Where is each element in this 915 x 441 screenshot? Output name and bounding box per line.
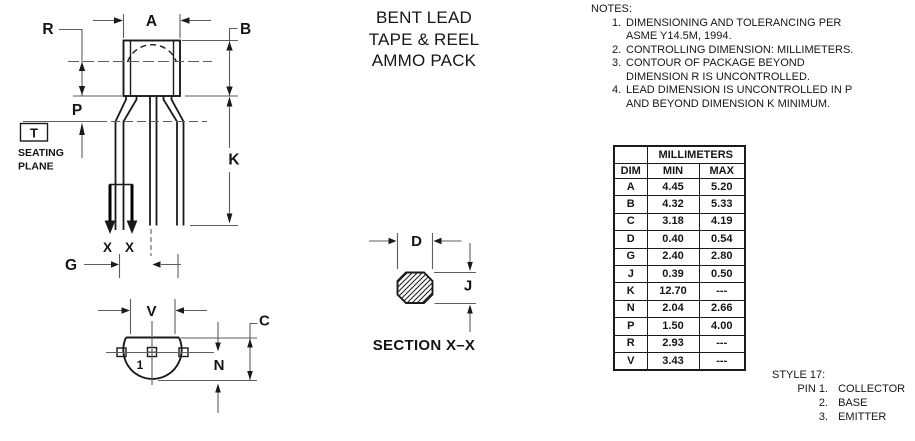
col-header-max: MAX bbox=[698, 163, 746, 179]
dim-label-a: A bbox=[146, 13, 157, 30]
dim-label-n: N bbox=[214, 357, 225, 374]
section-cut-label-left: X bbox=[103, 240, 112, 255]
notes-block: NOTES: 1. DIMENSIONING AND TOLERANCING P… bbox=[591, 3, 911, 111]
pin-name: BASE bbox=[838, 397, 868, 409]
seating-plane-label-2: PLANE bbox=[18, 161, 54, 173]
dim-d: D bbox=[369, 233, 462, 269]
dim-label-j: J bbox=[464, 278, 472, 295]
note-line: CONTROLLING DIMENSION: MILLIMETERS. bbox=[626, 43, 854, 56]
dim-a: A bbox=[93, 13, 211, 38]
section-cut-label-right: X bbox=[125, 240, 134, 255]
note-item: 1. DIMENSIONING AND TOLERANCING PER ASME… bbox=[591, 17, 911, 44]
note-number: 3. bbox=[612, 57, 622, 69]
style-heading: STYLE 17: bbox=[772, 369, 826, 381]
dim-label-p: P bbox=[72, 102, 82, 119]
dim-j: J bbox=[434, 243, 476, 332]
package-body-outline bbox=[122, 39, 181, 97]
datum-label-t: T bbox=[30, 126, 38, 141]
note-number: 1. bbox=[612, 16, 622, 29]
seating-plane: T SEATING PLANE bbox=[18, 120, 207, 173]
dim-g: G bbox=[65, 229, 181, 278]
dim-label-k: K bbox=[228, 152, 240, 169]
bottom-view: 1 V C N bbox=[98, 299, 270, 413]
drawing-title-line3: AMMO PACK bbox=[371, 51, 477, 70]
note-line: DIMENSION R IS UNCONTROLLED. bbox=[626, 70, 810, 83]
note-text: CONTROLLING DIMENSION: MILLIMETERS. bbox=[626, 44, 853, 58]
drawing-title-line1: BENT LEAD bbox=[376, 8, 472, 27]
note-item: 3. CONTOUR OF PACKAGE BEYOND DIMENSION R… bbox=[591, 57, 911, 84]
table-corner-cell bbox=[613, 145, 648, 164]
pin-name: COLLECTOR bbox=[838, 383, 906, 395]
dim-k: K bbox=[190, 96, 240, 227]
dim-label-d: D bbox=[411, 233, 422, 250]
section-cut-arrow-right bbox=[126, 220, 138, 234]
note-text: DIMENSIONING AND TOLERANCING PER ASME Y1… bbox=[626, 17, 841, 44]
col-header-min: MIN bbox=[646, 163, 700, 179]
note-item: 4. LEAD DIMENSION IS UNCONTROLLED IN P A… bbox=[591, 84, 911, 111]
pin-label: 3. bbox=[818, 411, 828, 423]
dim-b: B bbox=[182, 21, 251, 97]
lead-cross-section bbox=[396, 271, 434, 304]
dim-r: R bbox=[42, 21, 122, 97]
dim-label-b: B bbox=[240, 21, 251, 38]
note-line: ASME Y14.5M, 1994. bbox=[626, 30, 732, 42]
note-number: 4. bbox=[612, 84, 622, 96]
note-line: CONTOUR OF PACKAGE BEYOND bbox=[626, 57, 805, 69]
front-view: A B R P bbox=[18, 13, 251, 278]
dim-p: P bbox=[72, 102, 85, 158]
note-number: 2. bbox=[612, 43, 622, 56]
table-group-header: MILLIMETERS bbox=[646, 145, 746, 164]
pin-row: 3. EMITTER bbox=[772, 410, 905, 424]
dim-label-c: C bbox=[259, 313, 270, 330]
col-header-dim: DIM bbox=[613, 163, 648, 179]
drawing-title-line2: TAPE & REEL bbox=[368, 29, 480, 49]
section-cut-arrows: X X bbox=[103, 183, 138, 255]
dim-label-v: V bbox=[146, 303, 156, 320]
dim-label-r: R bbox=[42, 21, 53, 38]
section-title: SECTION X–X bbox=[373, 337, 476, 354]
datum-t-box bbox=[19, 122, 49, 142]
section-view: D J SECTION X–X bbox=[369, 233, 476, 354]
note-text: LEAD DIMENSION IS UNCONTROLLED IN P AND … bbox=[626, 84, 852, 111]
pin-row: 2. BASE bbox=[772, 396, 905, 410]
notes-heading: NOTES: bbox=[591, 3, 632, 15]
pin1-label: 1 bbox=[137, 358, 144, 372]
dome-arc bbox=[126, 44, 178, 63]
dim-label-g: G bbox=[65, 257, 77, 274]
pin-name: EMITTER bbox=[838, 411, 887, 423]
dim-v: V bbox=[98, 299, 207, 334]
dim-n: N bbox=[214, 322, 225, 413]
pin-label: 2. bbox=[818, 397, 828, 409]
section-cut-arrow-left bbox=[104, 220, 116, 234]
style-block: STYLE 17: PIN 1. COLLECTOR 2. BASE 3. EM… bbox=[772, 368, 905, 424]
note-line: AND BEYOND DIMENSION K MINIMUM. bbox=[626, 97, 831, 110]
note-line: DIMENSIONING AND TOLERANCING PER bbox=[626, 16, 842, 29]
drawing-title: BENT LEAD TAPE & REEL AMMO PACK bbox=[348, 7, 500, 72]
dim-c: C bbox=[158, 313, 270, 382]
note-line: LEAD DIMENSION IS UNCONTROLLED IN P bbox=[626, 84, 853, 96]
pin-label: PIN 1. bbox=[797, 383, 828, 395]
note-item: 2. CONTROLLING DIMENSION: MILLIMETERS. bbox=[591, 44, 911, 58]
pin-row: PIN 1. COLLECTOR bbox=[772, 382, 905, 396]
seating-plane-label-1: SEATING bbox=[18, 147, 64, 159]
package-leads bbox=[114, 96, 185, 230]
note-text: CONTOUR OF PACKAGE BEYOND DIMENSION R IS… bbox=[626, 57, 810, 84]
